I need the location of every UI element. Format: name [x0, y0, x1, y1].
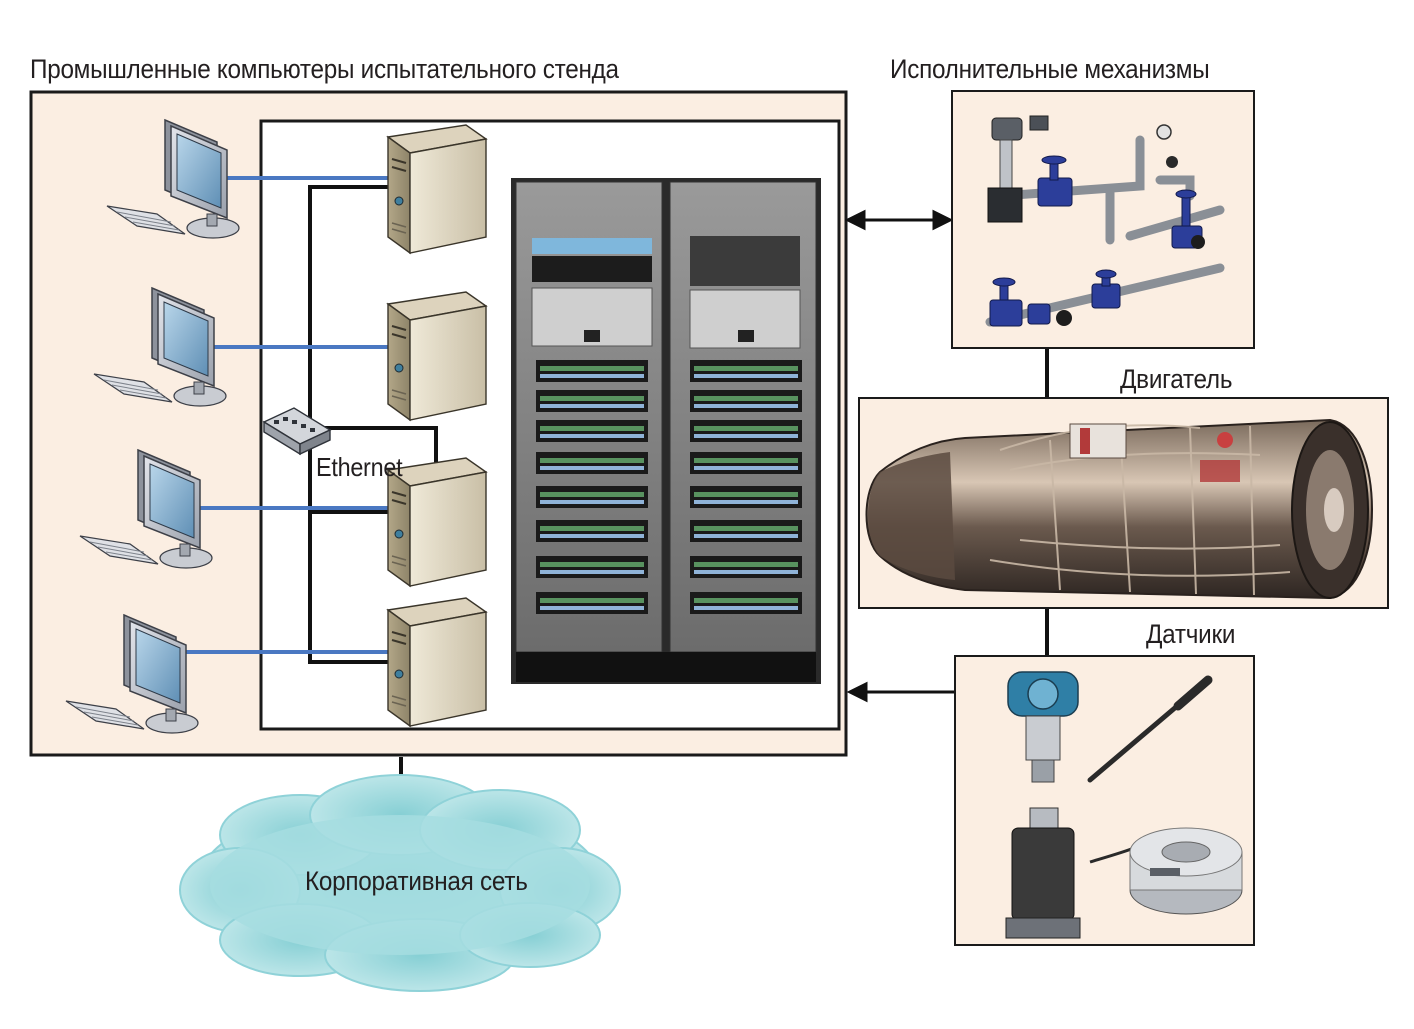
tower-server-icon	[387, 124, 487, 254]
tower-server-icon	[387, 597, 487, 727]
corporate-network-label: Корпоративная сеть	[305, 866, 528, 896]
tower-server-icon	[387, 291, 487, 421]
server-3	[387, 457, 487, 587]
equipment-rack-image	[511, 178, 821, 684]
workstation-links	[185, 176, 388, 654]
cloud-core	[210, 815, 590, 955]
engine-label: Двигатель	[1120, 364, 1233, 394]
sensors-link	[846, 681, 954, 703]
sensors-label: Датчики	[1146, 619, 1236, 649]
tower-server-icon	[387, 457, 487, 587]
actuators-label: Исполнительные механизмы	[890, 54, 1210, 84]
jet-engine-image	[865, 418, 1374, 600]
sensors-image	[1005, 671, 1243, 939]
actuators-link	[844, 209, 954, 231]
server-2	[387, 291, 487, 421]
valves-pipes-image	[985, 115, 1225, 327]
server-4	[387, 597, 487, 727]
server-1	[387, 124, 487, 254]
ethernet-label: Ethernet	[316, 452, 403, 482]
pc-group-label: Промышленные компьютеры испытательного с…	[30, 54, 619, 84]
network-switch-icon	[262, 407, 332, 456]
